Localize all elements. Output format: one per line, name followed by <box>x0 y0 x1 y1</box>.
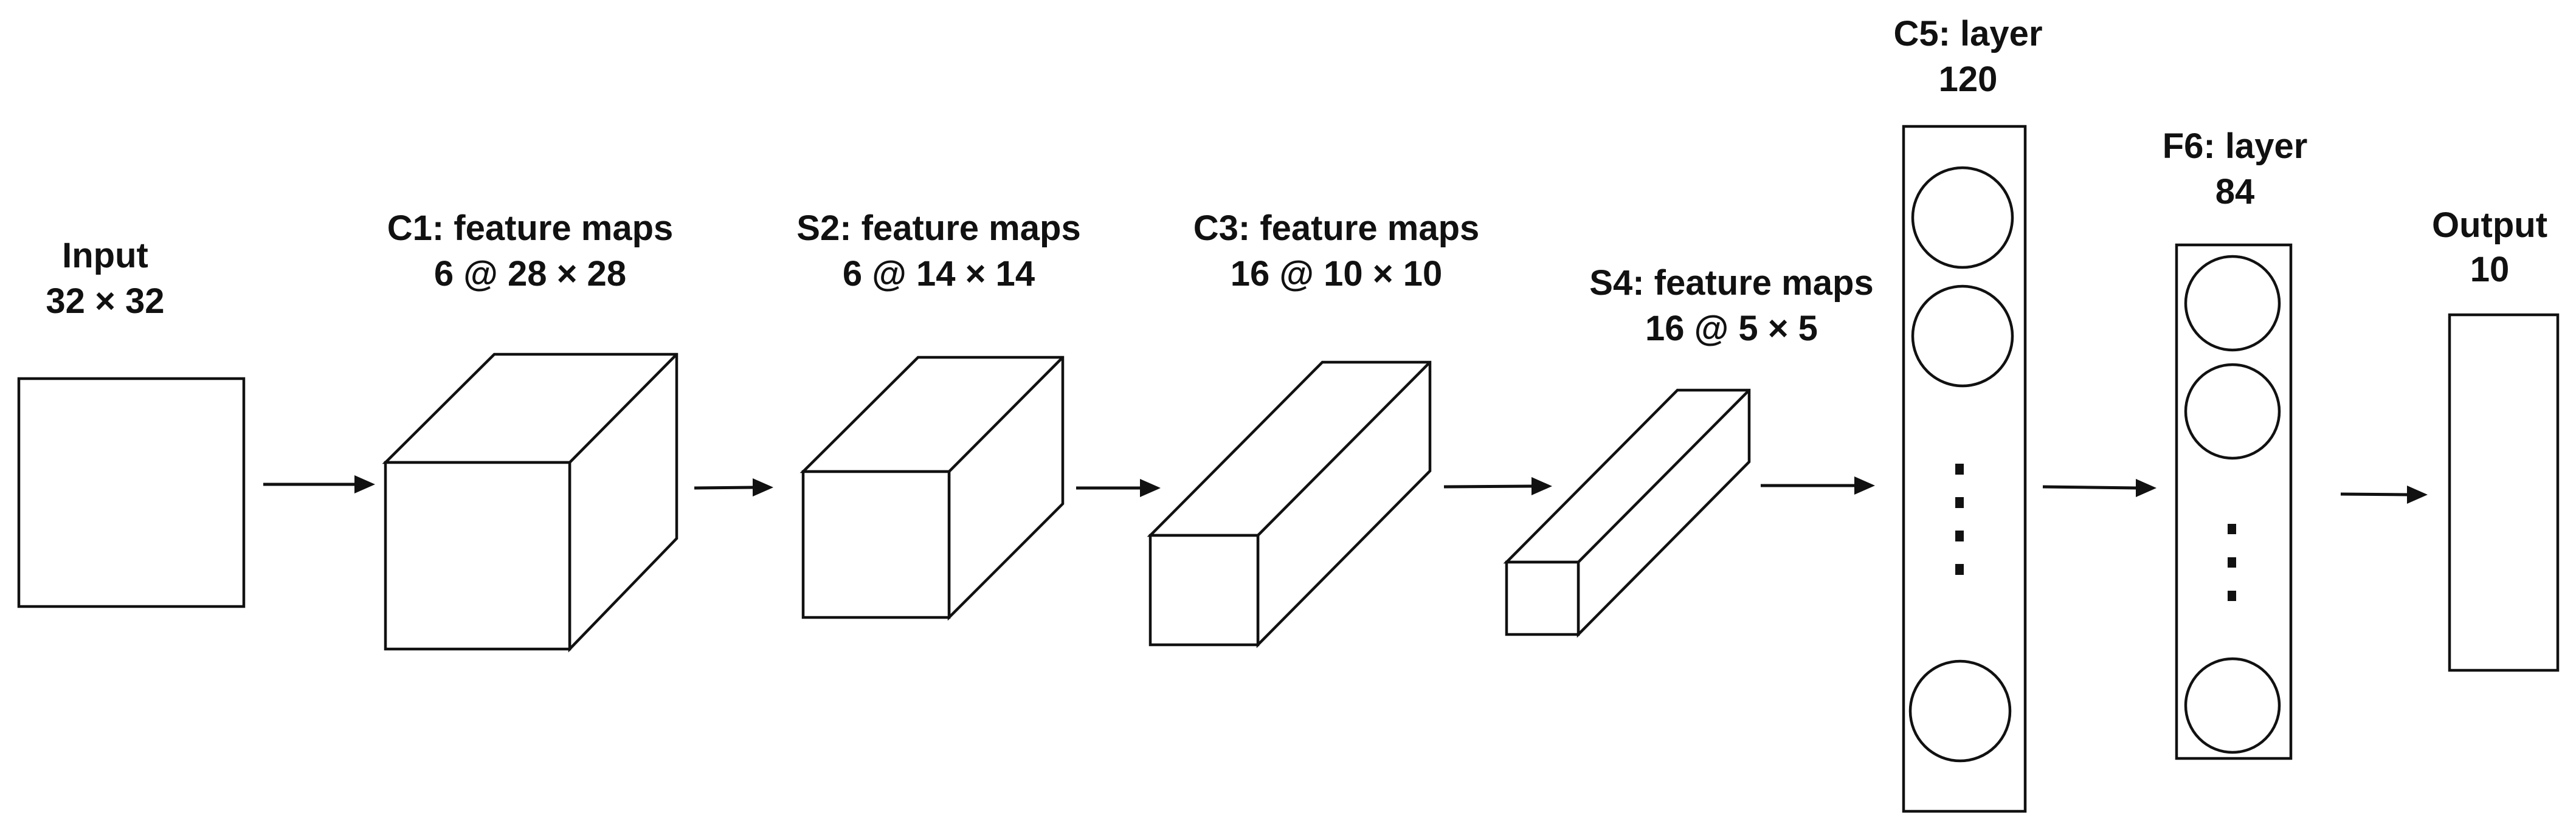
c5-ellipsis-dot <box>1955 464 1964 475</box>
arrow-c1-to-s2 <box>694 478 773 497</box>
s4-dims: 16 @ 5 × 5 <box>1645 309 1818 348</box>
f6-layer-column <box>2175 243 2293 760</box>
f6-neuron <box>2184 657 2281 754</box>
output-dims: 10 <box>2470 250 2510 289</box>
c1-cube <box>382 352 679 653</box>
output-title: Output <box>2432 205 2547 245</box>
c3-cube-front <box>1148 534 1260 647</box>
c3-cube <box>1147 360 1432 648</box>
s2-dims: 6 @ 14 × 14 <box>843 254 1035 294</box>
s2-cube <box>799 356 1065 621</box>
c3-title: C3: feature maps <box>1193 208 1480 248</box>
c1-dims: 6 @ 28 × 28 <box>434 254 626 294</box>
f6-dims: 84 <box>2215 172 2255 211</box>
arrows <box>263 475 2428 504</box>
arrow-s2-to-c3 <box>1076 479 1161 497</box>
input-square <box>17 377 246 608</box>
c3-cube-edge <box>1257 361 1431 537</box>
s4-cube-front <box>1505 560 1580 636</box>
f6-neuron <box>2184 363 2281 460</box>
f6-neuron <box>2184 255 2281 352</box>
arrow-c3-to-s4 <box>1443 477 1552 495</box>
input-title: Input <box>62 236 148 275</box>
arrow-s4-to-c5 <box>1761 476 1875 495</box>
arrow-input-to-c1 <box>263 475 375 493</box>
c5-ellipsis-dot <box>1955 531 1964 541</box>
arrow-f6-to-output <box>2340 486 2428 504</box>
c1-title: C1: feature maps <box>387 208 674 248</box>
c5-layer-column <box>1902 125 2027 813</box>
c5-ellipsis-dot <box>1955 564 1964 575</box>
c5-dims: 120 <box>1939 60 1998 99</box>
input-dims: 32 × 32 <box>46 281 164 321</box>
f6-ellipsis-dot <box>2228 557 2236 568</box>
c5-ellipsis-dot <box>1955 497 1964 508</box>
s2-cube-front <box>801 470 951 619</box>
s2-cube-edge <box>948 356 1064 473</box>
s4-cube <box>1503 388 1751 638</box>
f6-title: F6: layer <box>2163 126 2308 166</box>
c5-neuron <box>1908 659 2012 763</box>
s2-title: S2: feature maps <box>796 208 1080 248</box>
c5-neuron <box>1911 284 2014 388</box>
f6-ellipsis-dot <box>2228 591 2236 601</box>
c1-cube-edge <box>568 353 678 464</box>
c1-cube-front <box>384 461 571 651</box>
c5-title: C5: layer <box>1893 14 2042 53</box>
c3-dims: 16 @ 10 × 10 <box>1231 254 1442 294</box>
stage-labels: Input 32 × 32 C1: feature maps 6 @ 28 × … <box>46 14 2547 348</box>
c5-neuron <box>1911 166 2014 269</box>
f6-ellipsis-dot <box>2228 524 2236 534</box>
s4-cube-edge <box>1577 389 1750 563</box>
s4-title: S4: feature maps <box>1589 263 1873 303</box>
arrow-c5-to-f6 <box>2042 479 2156 497</box>
output-box <box>2448 313 2560 672</box>
